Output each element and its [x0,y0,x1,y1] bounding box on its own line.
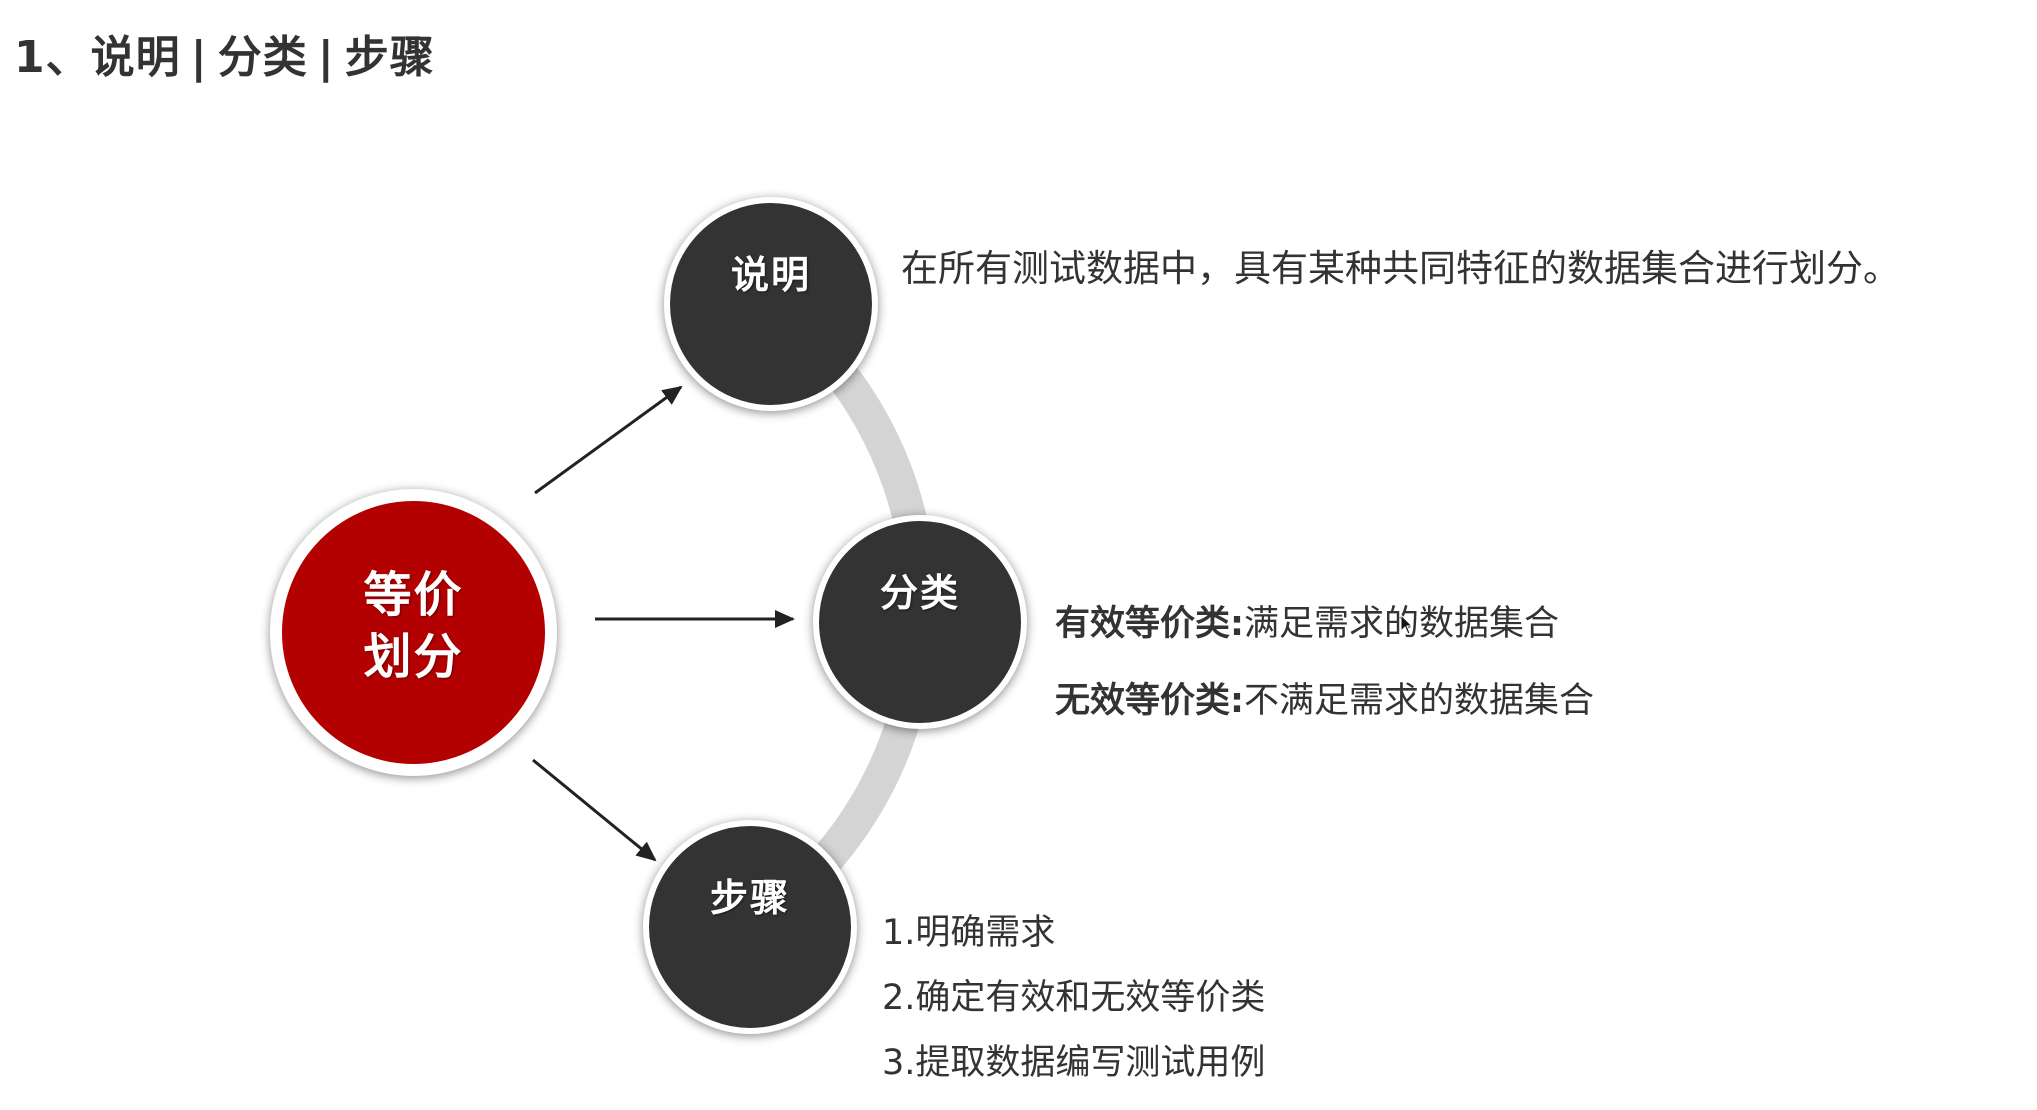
description-text: 在所有测试数据中，具有某种共同特征的数据集合进行划分。 [901,247,1900,290]
step-item: 3.提取数据编写测试用例 [882,1043,1266,1083]
center-node-label-line1: 等价 [363,566,464,623]
node-classification-label: 分类 [879,571,960,615]
title-number: 1、 [14,32,91,83]
step-item: 1.明确需求 [882,913,1056,953]
invalid-class-line: 无效等价类:不满足需求的数据集合 [1055,678,1594,724]
node-classification: 分类 [813,515,1027,729]
center-node-equivalence-partitioning: 等价 划分 [270,489,557,776]
invalid-class-colon: : [1230,681,1245,721]
arrow-to-description [534,385,683,495]
valid-class-colon: : [1230,604,1245,644]
node-steps-label: 步骤 [709,876,790,920]
center-node-label-line2: 划分 [363,628,464,685]
node-description-label: 说明 [730,253,811,297]
center-node-label: 等价 划分 [359,564,469,688]
valid-class-term: 有效等价类 [1055,604,1231,644]
title-part-description: 说明 [90,32,181,83]
node-steps: 步骤 [643,820,857,1034]
invalid-class-definition: 不满足需求的数据集合 [1244,681,1595,721]
title-separator: | [190,32,208,83]
node-description: 说明 [664,197,878,411]
title-separator: | [317,32,335,83]
arrow-to-steps [532,758,657,862]
invalid-class-term: 无效等价类 [1055,681,1231,721]
valid-class-line: 有效等价类:满足需求的数据集合 [1055,601,1559,647]
step-item: 2.确定有效和无效等价类 [882,978,1266,1018]
slide-title: 1、说明|分类|步骤 [14,30,435,86]
mouse-pointer-icon [1400,614,1414,635]
title-part-classification: 分类 [217,32,308,83]
title-part-steps: 步骤 [344,32,435,83]
